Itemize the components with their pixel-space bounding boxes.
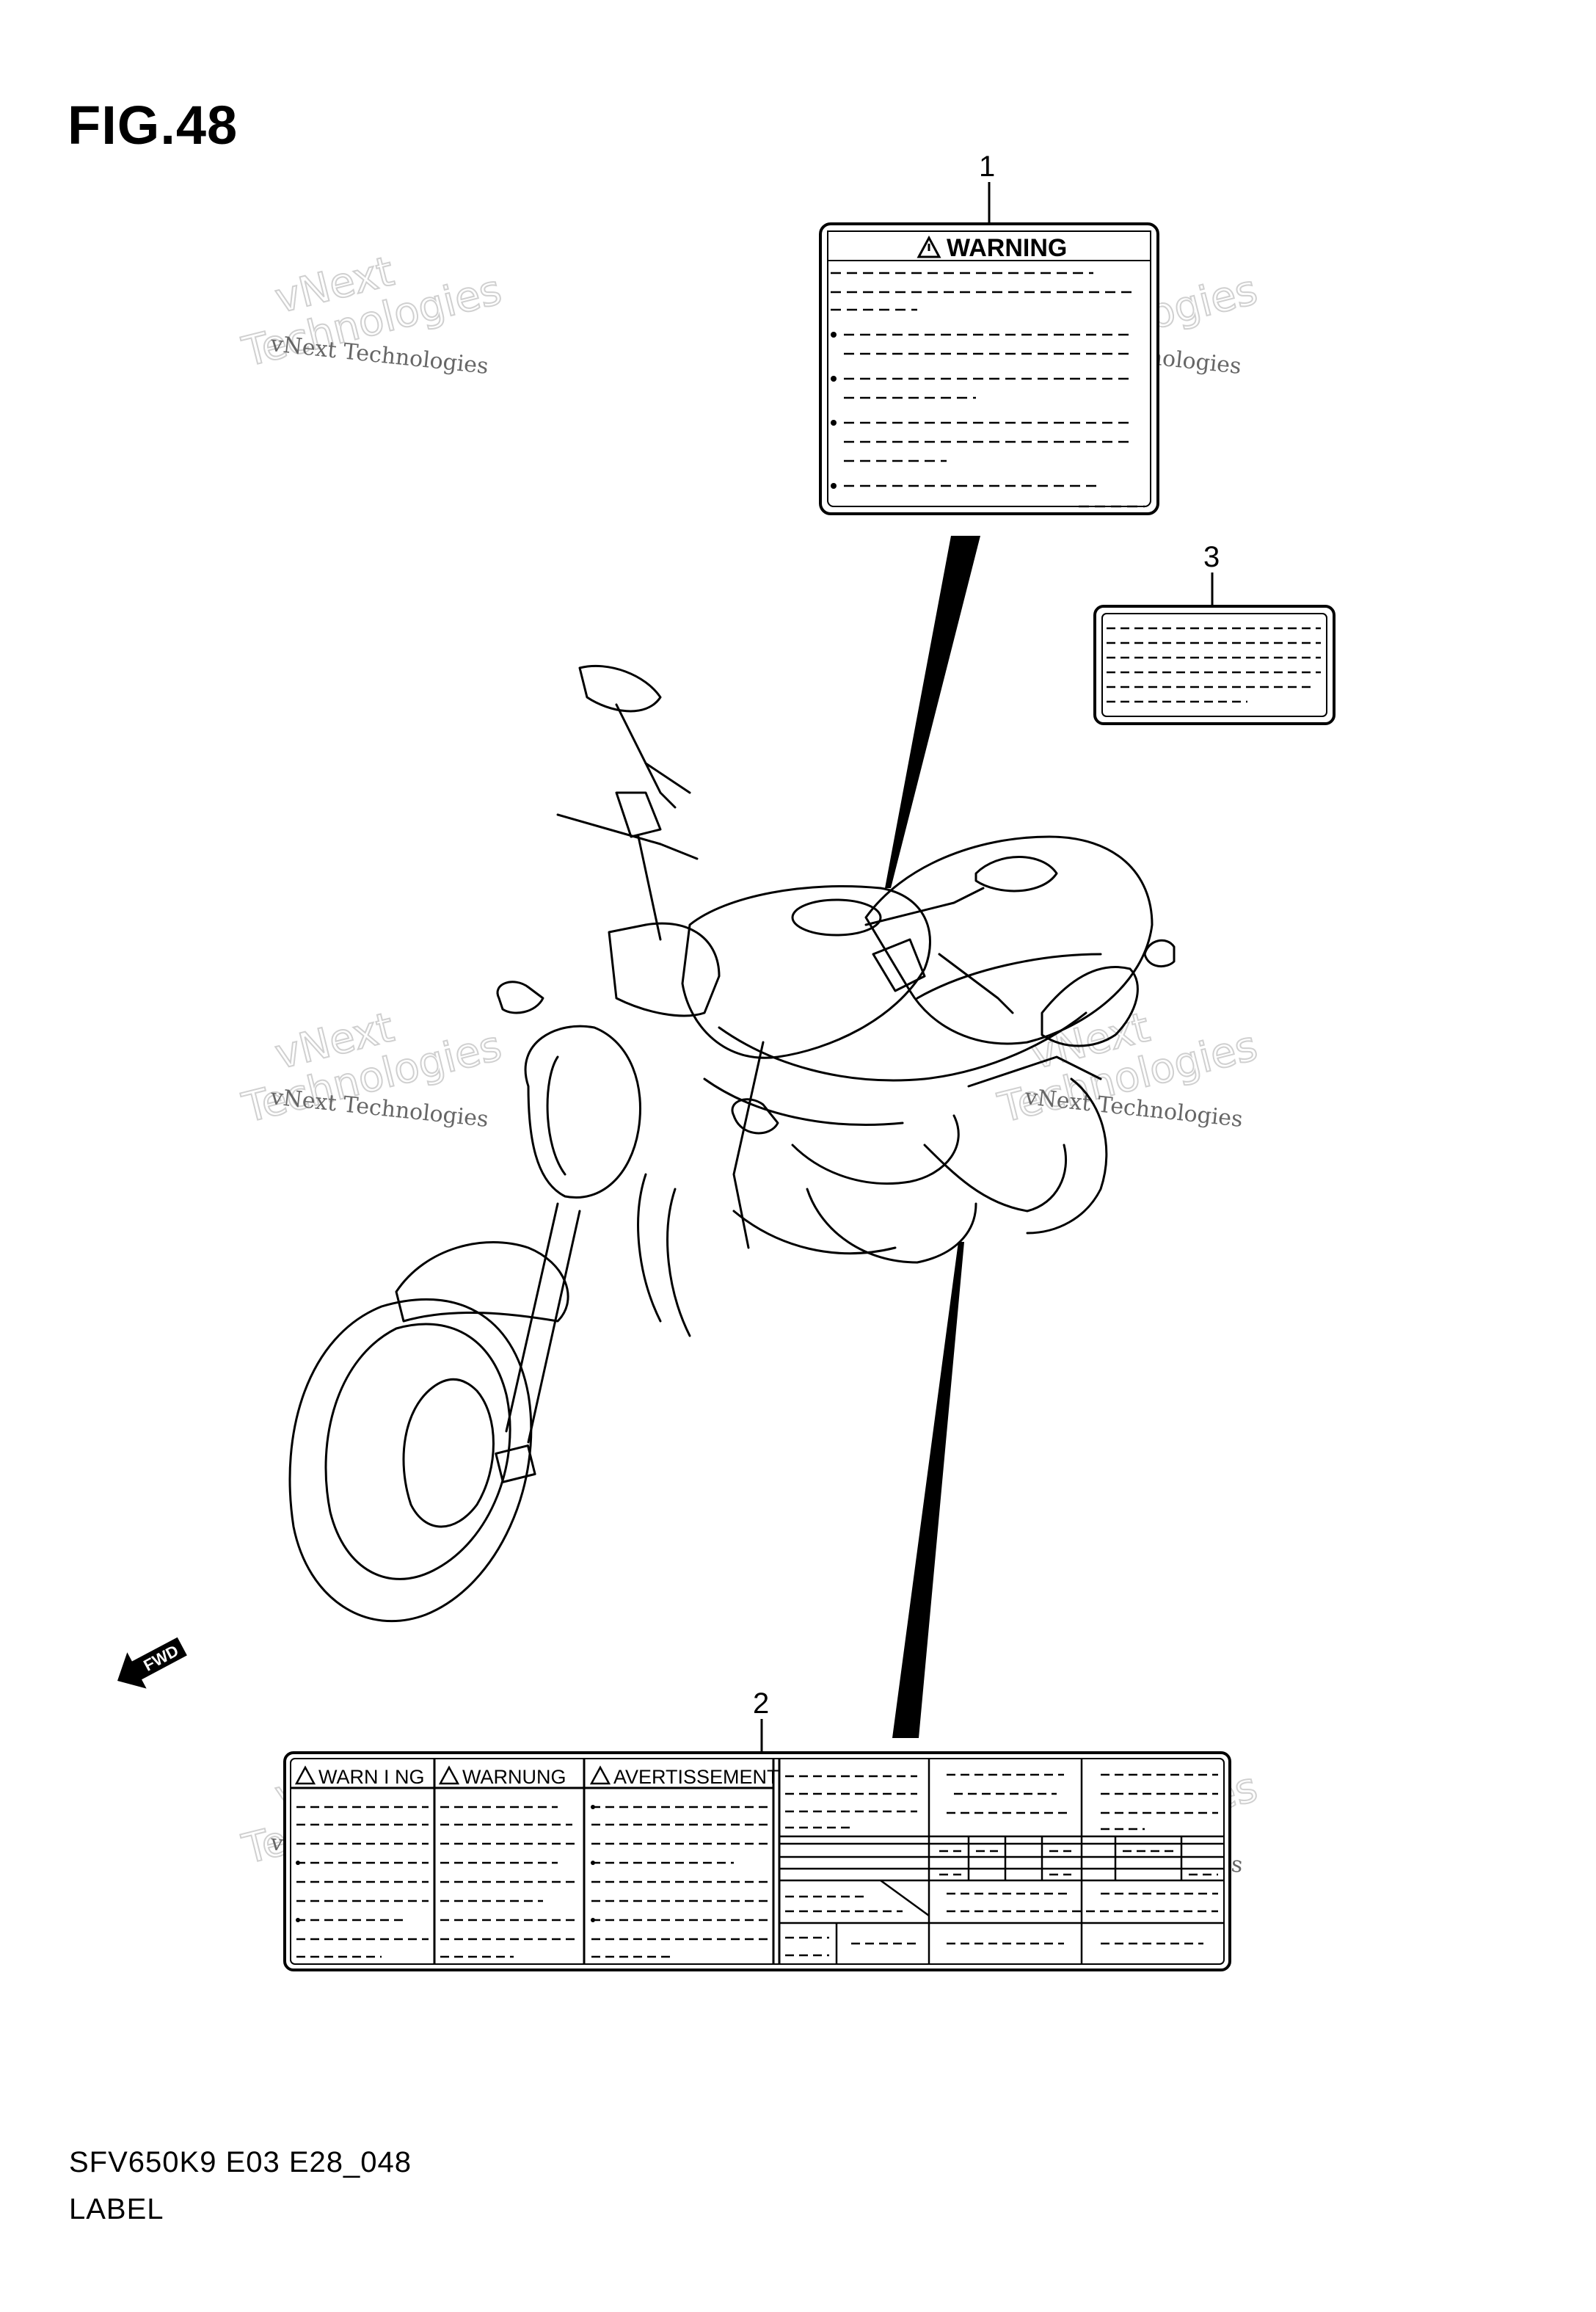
- label-2-heading-de: WARNUNG: [462, 1766, 566, 1788]
- leader-label-1: [885, 536, 980, 888]
- callout-number-3: 3: [1203, 541, 1220, 573]
- label-1-text-lines: [831, 272, 1145, 508]
- figure-title: FIG.48: [68, 95, 238, 156]
- warning-triangle-icon: [438, 1765, 460, 1785]
- label-2-heading-en: WARN I NG: [318, 1766, 425, 1788]
- label-2-heading-fr: AVERTISSEMENT: [613, 1766, 779, 1788]
- label-1-heading: WARNING: [947, 234, 1067, 262]
- leader-label-2: [892, 1242, 964, 1738]
- figure-name: LABEL: [69, 2193, 164, 2225]
- figure-code: SFV650K9 E03 E28_048: [69, 2146, 412, 2178]
- warning-triangle-icon: [294, 1765, 316, 1785]
- motorcycle-illustration: [288, 664, 1176, 1623]
- label-3-text-lines: [1107, 627, 1321, 703]
- leader-lines: [885, 536, 980, 1738]
- label-2-table: [779, 1759, 1224, 1964]
- warning-triangle-icon: [589, 1765, 611, 1785]
- callout-number-1: 1: [979, 150, 995, 183]
- label-2-text-lines: [296, 1806, 768, 1958]
- label-2: 2 WARN I NG WARNUNG AVERTISSEMENT: [283, 1687, 1231, 1971]
- label-1: 1 WARNING: [819, 150, 1159, 515]
- warning-triangle-icon: [917, 235, 941, 258]
- label-3: 3: [1093, 541, 1336, 725]
- fwd-arrow-icon: FWD: [117, 1637, 187, 1689]
- callout-number-2: 2: [753, 1687, 769, 1720]
